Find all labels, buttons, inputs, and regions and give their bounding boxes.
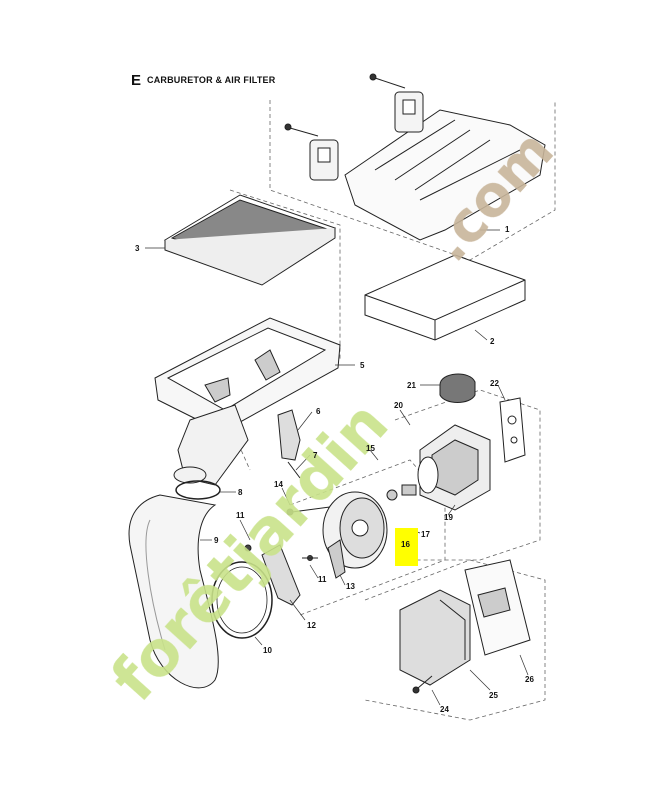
callout-label-24: 24 xyxy=(440,705,449,714)
callout-label-26: 26 xyxy=(525,675,534,684)
callout-label-19: 19 xyxy=(444,513,453,522)
callout-label-14: 14 xyxy=(274,480,283,489)
gasket-22 xyxy=(499,397,526,463)
callout-label-3: 3 xyxy=(135,244,140,253)
intake-hose xyxy=(128,494,219,689)
screw-7 xyxy=(287,461,301,479)
screws-11 xyxy=(244,544,318,561)
callout-label-20: 20 xyxy=(394,401,403,410)
pre-filter-pad xyxy=(364,254,526,341)
callout-label-11a: 11 xyxy=(236,511,245,520)
bracket-12 xyxy=(261,544,301,606)
carburetor-19 xyxy=(417,424,491,511)
large-clamp-10 xyxy=(211,561,273,639)
callout-label-17: 17 xyxy=(421,530,430,539)
screw-24 xyxy=(412,675,433,694)
engine-cover xyxy=(344,109,546,241)
heat-shield-26 xyxy=(464,559,531,656)
callout-label-11b: 11 xyxy=(318,575,327,584)
callout-label-2: 2 xyxy=(490,337,495,346)
intake-block-25 xyxy=(399,589,471,686)
callout-label-25: 25 xyxy=(489,691,498,700)
bracket-6 xyxy=(277,409,301,461)
callout-label-21: 21 xyxy=(407,381,416,390)
primer-bulb-21 xyxy=(439,373,476,403)
callout-label-10: 10 xyxy=(263,646,272,655)
diagram-title: CARBURETOR & AIR FILTER xyxy=(147,75,276,85)
hose-clamp-8 xyxy=(175,480,221,500)
air-filter-element xyxy=(163,194,337,286)
fitting-17 xyxy=(386,484,417,501)
callout-label-1: 1 xyxy=(505,225,510,234)
callout-label-22: 22 xyxy=(490,379,499,388)
callout-label-15: 15 xyxy=(366,444,375,453)
highlight-box xyxy=(395,528,418,566)
intake-elbow xyxy=(173,404,249,486)
callout-label-9: 9 xyxy=(214,536,219,545)
callout-label-7: 7 xyxy=(313,451,318,460)
callout-label-5: 5 xyxy=(360,361,365,370)
callout-label-13: 13 xyxy=(346,582,355,591)
callout-label-6: 6 xyxy=(316,407,321,416)
filter-housing xyxy=(154,317,341,433)
section-letter: E xyxy=(131,72,142,89)
lever-13 xyxy=(327,539,346,579)
callout-label-8: 8 xyxy=(238,488,243,497)
cover-grommets xyxy=(284,73,424,181)
callout-label-16: 16 xyxy=(401,540,410,549)
callout-label-12: 12 xyxy=(307,621,316,630)
